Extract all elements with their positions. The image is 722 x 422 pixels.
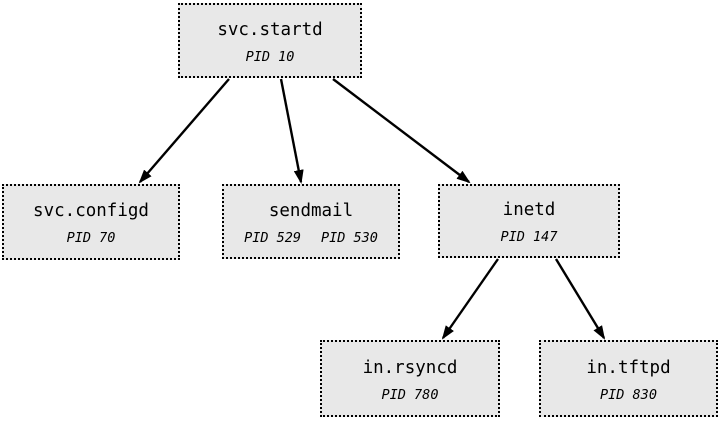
node-pids: PID 529 PID 530 — [244, 230, 378, 247]
node-pid: PID 830 — [600, 386, 657, 403]
node-pids: PID 830 — [600, 387, 657, 404]
node-pids: PID 10 — [246, 49, 295, 66]
node-label: in.tftpd — [586, 357, 671, 378]
node-pid: PID 529 — [244, 229, 301, 246]
node-label: inetd — [502, 200, 556, 220]
node-pid: PID 10 — [245, 48, 295, 65]
node-pids: PID 70 — [67, 230, 116, 247]
node-svc-configd: svc.configd PID 70 — [2, 184, 180, 260]
node-pid: PID 70 — [66, 230, 116, 246]
node-pids: PID 147 — [501, 229, 558, 246]
edge-inetd-to-in-rsyncd — [441, 258, 499, 340]
node-label: svc.startd — [217, 19, 323, 40]
node-label: in.rsyncd — [362, 357, 458, 378]
node-inetd: inetd PID 147 — [438, 184, 620, 258]
node-pid: PID 147 — [500, 229, 558, 245]
node-label: sendmail — [268, 200, 354, 221]
node-label: svc.configd — [33, 201, 149, 221]
node-pid: PID 780 — [381, 386, 439, 403]
node-in-tftpd: in.tftpd PID 830 — [539, 340, 718, 417]
node-in-rsyncd: in.rsyncd PID 780 — [320, 340, 500, 417]
edge-svc-startd-to-sendmail — [279, 78, 304, 184]
edge-inetd-to-in-tftpd — [554, 258, 606, 340]
node-svc-startd: svc.startd PID 10 — [178, 3, 362, 78]
edge-svc-startd-to-svc-configd — [138, 78, 230, 184]
edge-svc-startd-to-inetd — [332, 78, 471, 184]
node-pid: PID 530 — [321, 229, 378, 246]
node-pids: PID 780 — [382, 387, 439, 404]
node-sendmail: sendmail PID 529 PID 530 — [222, 184, 400, 259]
